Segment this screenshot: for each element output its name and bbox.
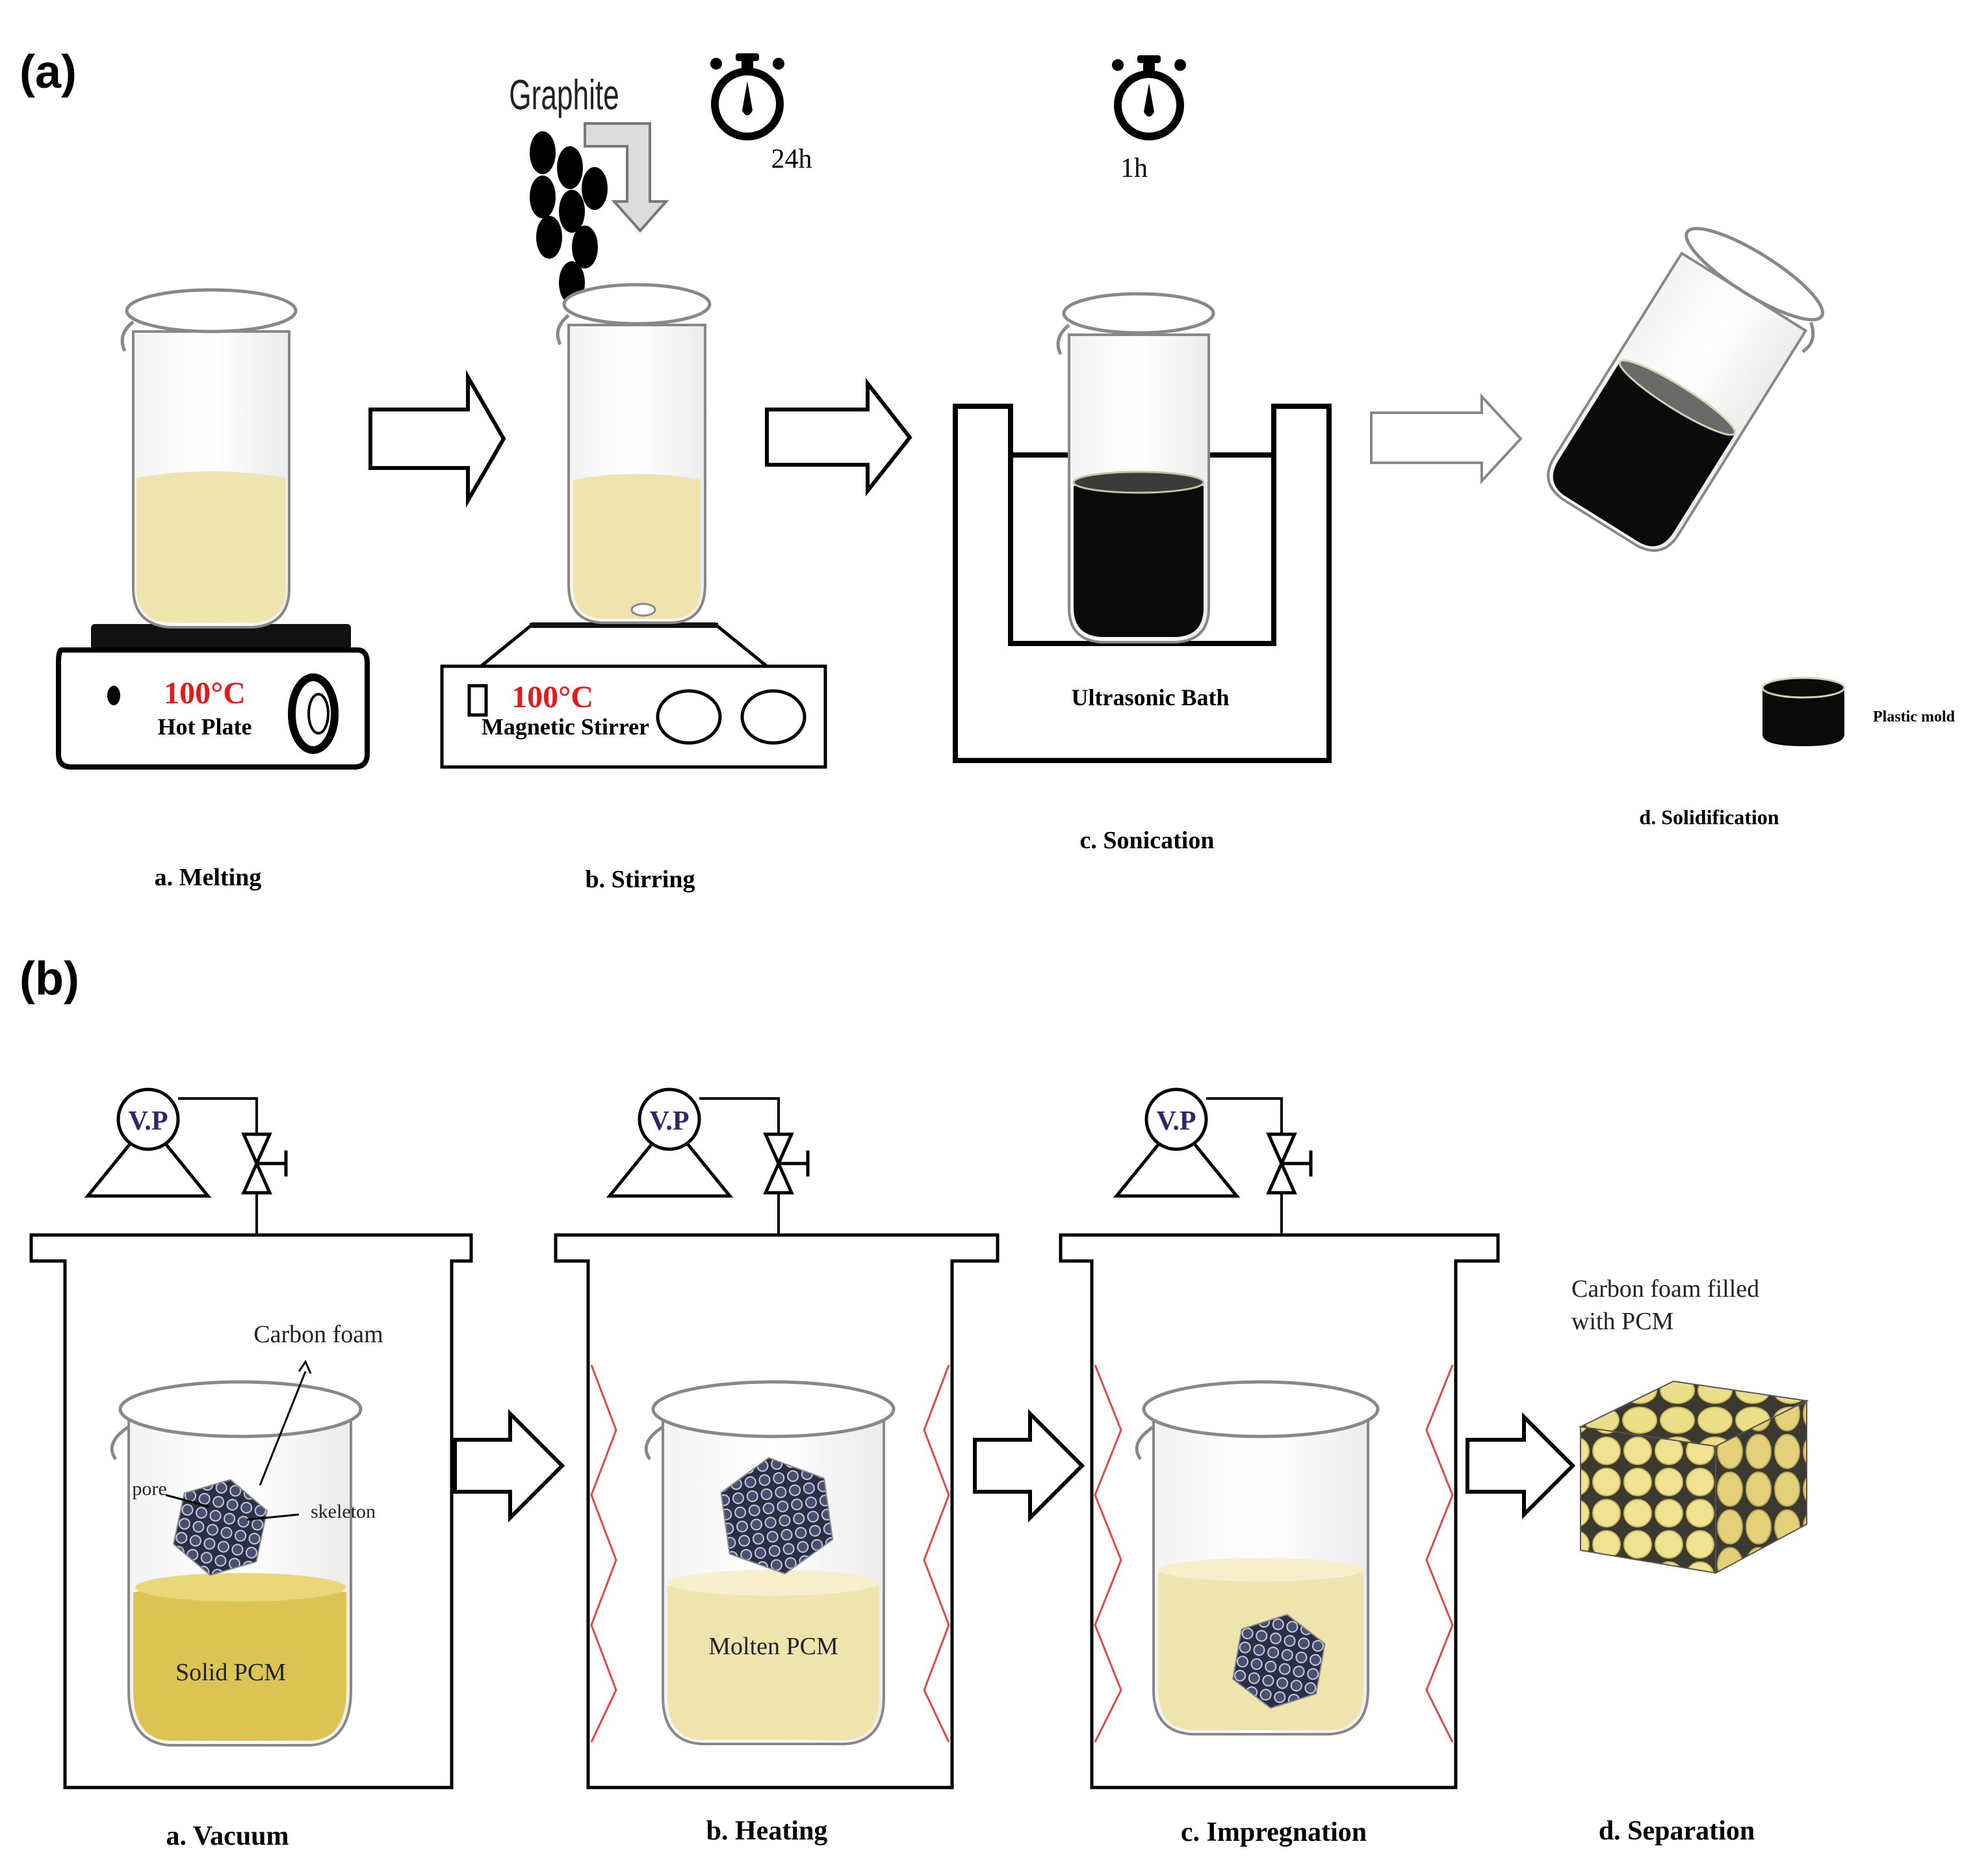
stirrer-knob-left-icon — [656, 689, 722, 745]
melted-pcm — [136, 471, 286, 623]
stirrer-temperature: 100°C — [511, 680, 593, 714]
solid-pcm — [133, 1581, 346, 1741]
stirrer-label: Magnetic Stirrer — [482, 714, 649, 740]
beaker-sonication — [1056, 292, 1215, 644]
hot-plate — [56, 624, 370, 770]
beaker-melting — [120, 288, 298, 629]
stirrer-knob-right-icon — [740, 689, 807, 745]
arrow-vacuum-to-heating — [453, 1409, 565, 1523]
beaker-stirring — [556, 283, 712, 624]
carbon-foam-label: Carbon foam — [253, 1321, 383, 1348]
step-a-vacuum: a. Vacuum — [166, 1821, 289, 1851]
graphite-pcm-mixture — [1074, 478, 1204, 637]
hot-plate-label: Hot Plate — [158, 714, 252, 740]
plastic-mold-icon — [1761, 677, 1846, 746]
pcm-filled-carbon-foam — [1578, 1380, 1809, 1574]
molten-pcm-label: Molten PCM — [708, 1633, 838, 1660]
carbon-foam-2 — [720, 1457, 834, 1575]
step-b-stirring: b. Stirring — [586, 866, 695, 893]
stopwatch-24h-label: 24h — [771, 144, 812, 174]
skeleton-label: skeleton — [311, 1501, 376, 1522]
graphite-arrow — [584, 122, 669, 233]
stir-bar-icon — [630, 603, 656, 617]
vacuum-pump-2 — [606, 1087, 810, 1235]
molten-pcm — [667, 1576, 879, 1740]
filled-foam-label-line1: Carbon foam filled — [1571, 1275, 1759, 1303]
heater-right-2 — [923, 1364, 950, 1743]
panel-b-label: (b) — [19, 953, 79, 1005]
step-c-impregnation: c. Impregnation — [1181, 1817, 1367, 1847]
ultrasonic-bath-label: Ultrasonic Bath — [1072, 684, 1230, 710]
graphite-particles — [530, 131, 608, 304]
arrow-heating-to-impregnation — [973, 1409, 1085, 1523]
beaker-solidification — [1547, 227, 1824, 552]
carbon-foam-3 — [1232, 1613, 1326, 1709]
arrow-melting-to-stirring — [368, 369, 506, 508]
graphite-label: Graphite — [509, 72, 619, 119]
solid-pcm-label: Solid PCM — [175, 1659, 286, 1686]
arrow-impregnation-to-separation — [1465, 1412, 1576, 1520]
panel-a-label: (a) — [19, 46, 77, 98]
plastic-mold-label: Plastic mold — [1873, 708, 1956, 725]
filled-foam-label-line2: with PCM — [1571, 1308, 1673, 1335]
stopwatch-24h-icon — [710, 53, 784, 140]
pore-label: pore — [132, 1478, 166, 1500]
vacuum-pump-1 — [84, 1087, 288, 1235]
heater-left-3 — [1094, 1364, 1122, 1743]
step-c-sonication: c. Sonication — [1080, 827, 1215, 854]
stopwatch-1h-label: 1h — [1120, 153, 1148, 183]
vacuum-pump-1-label: V.P — [128, 1106, 168, 1136]
vacuum-pump-3 — [1113, 1087, 1313, 1235]
arrow-sonication-to-solidification — [1370, 393, 1523, 485]
hot-plate-indicator-icon — [107, 686, 120, 705]
step-b-heating: b. Heating — [706, 1816, 828, 1846]
step-d-solidification: d. Solidification — [1639, 805, 1779, 829]
stirrer-switch-icon — [467, 684, 488, 717]
heater-right-3 — [1425, 1364, 1454, 1743]
magnetic-stirrer — [440, 622, 827, 769]
step-a-melting: a. Melting — [155, 864, 262, 891]
hot-plate-temperature: 100°C — [164, 676, 246, 710]
step-d-separation: d. Separation — [1599, 1816, 1755, 1846]
vacuum-pump-2-label: V.P — [649, 1106, 689, 1136]
heater-left-2 — [590, 1364, 617, 1743]
vacuum-pump-3-label: V.P — [1156, 1106, 1196, 1136]
beaker-heating — [644, 1380, 896, 1745]
arrow-stirring-to-sonication — [765, 378, 912, 497]
stopwatch-1h-icon — [1112, 55, 1186, 140]
